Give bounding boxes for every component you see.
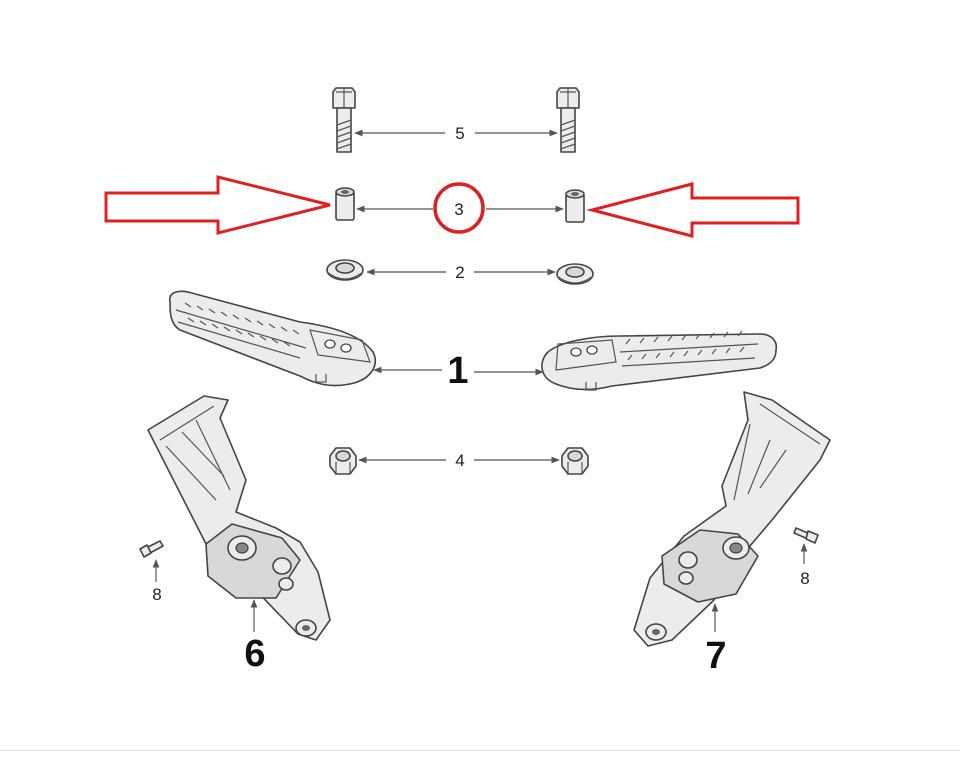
bolt-right <box>556 87 580 153</box>
highlight-circle <box>433 182 485 234</box>
footpeg-left <box>168 290 376 387</box>
page-divider <box>0 750 960 751</box>
spacer-label: 3 <box>454 200 463 219</box>
screw-left-label: 8 <box>152 585 161 604</box>
bolt-left <box>332 87 356 153</box>
footpeg-label: 1 <box>447 350 468 392</box>
bracket-left-label: 6 <box>244 633 265 675</box>
highlight-arrow-left <box>104 175 331 235</box>
nut-left <box>329 447 357 475</box>
bracket-right-label: 7 <box>705 635 726 677</box>
washer-right <box>556 263 594 285</box>
screw-right <box>793 527 819 544</box>
bracket-left <box>147 395 331 641</box>
screw-right-label: 8 <box>800 569 809 588</box>
spacer-left <box>335 187 355 221</box>
nut-label: 4 <box>455 451 464 470</box>
highlight-arrow-right <box>586 182 800 238</box>
bolt-label: 5 <box>455 124 464 143</box>
washer-label: 2 <box>455 263 464 282</box>
footpeg-right <box>541 330 778 391</box>
nut-right <box>561 447 589 475</box>
screw-left <box>139 540 164 558</box>
spacer-right <box>565 189 585 223</box>
washer-left <box>326 259 364 281</box>
bracket-right <box>633 391 831 647</box>
